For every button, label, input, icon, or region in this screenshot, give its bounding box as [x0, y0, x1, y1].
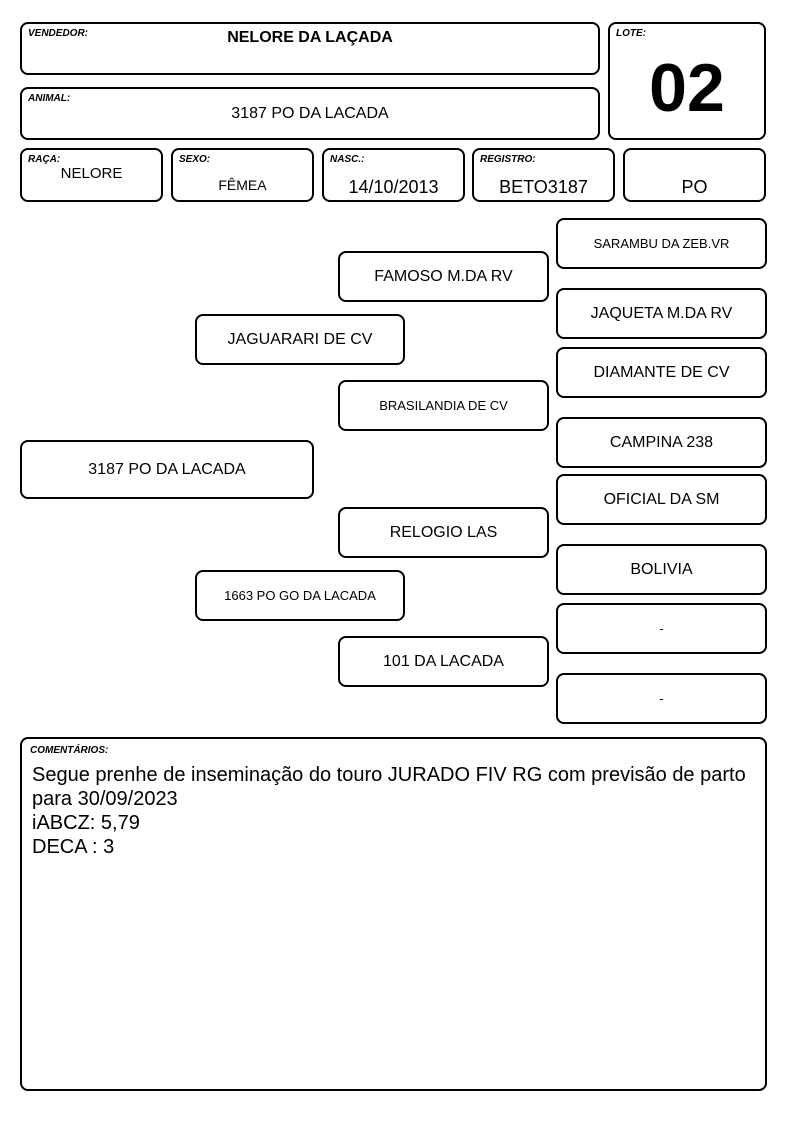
vendor-box: VENDEDOR: NELORE DA LAÇADA [20, 22, 600, 75]
birth-box: NASC.: 14/10/2013 [322, 148, 465, 202]
animal-label: ANIMAL: [28, 93, 71, 104]
pedigree-dam-dam: 101 DA LACADA [338, 636, 549, 687]
category-box: PO [623, 148, 766, 202]
vendor-label: VENDEDOR: [28, 28, 89, 39]
pedigree-sire: JAGUARARI DE CV [195, 314, 405, 365]
pedigree-sss: SARAMBU DA ZEB.VR [556, 218, 767, 269]
comments-label: COMENTÁRIOS: [30, 745, 109, 756]
pedigree-dss: OFICIAL DA SM [556, 474, 767, 525]
pedigree-ssd: JAQUETA M.DA RV [556, 288, 767, 339]
vendor-value: NELORE DA LAÇADA [227, 29, 393, 46]
pedigree-sdd: CAMPINA 238 [556, 417, 767, 468]
lot-box: LOTE: 02 [608, 22, 766, 140]
lot-value: 02 [649, 50, 725, 126]
lot-label: LOTE: [616, 28, 646, 39]
animal-value: 3187 PO DA LACADA [231, 105, 389, 122]
comments-text: Segue prenhe de inseminação do touro JUR… [32, 764, 746, 858]
pedigree-animal: 3187 PO DA LACADA [20, 440, 314, 499]
comments-box: COMENTÁRIOS: Segue prenhe de inseminação… [20, 737, 767, 1091]
breed-box: RAÇA: NELORE [20, 148, 163, 202]
breed-label: RAÇA: [28, 154, 61, 165]
sex-label: SEXO: [179, 154, 211, 165]
breed-value: NELORE [60, 165, 123, 182]
pedigree-dds: - [556, 603, 767, 654]
registry-value: BETO3187 [499, 177, 588, 197]
category-value: PO [681, 177, 708, 197]
sex-value: FÊMEA [218, 177, 267, 193]
pedigree-sds: DIAMANTE DE CV [556, 347, 767, 398]
pedigree-dam-sire: RELOGIO LAS [338, 507, 549, 558]
pedigree-ddd: - [556, 673, 767, 724]
birth-value: 14/10/2013 [348, 177, 439, 197]
registry-box: REGISTRO: BETO3187 [472, 148, 615, 202]
pedigree-sire-sire: FAMOSO M.DA RV [338, 251, 549, 302]
birth-label: NASC.: [330, 154, 365, 165]
registry-label: REGISTRO: [480, 154, 536, 165]
sex-box: SEXO: FÊMEA [171, 148, 314, 202]
pedigree-dam: 1663 PO GO DA LACADA [195, 570, 405, 621]
animal-box: ANIMAL: 3187 PO DA LACADA [20, 87, 600, 140]
pedigree-dsd: BOLIVIA [556, 544, 767, 595]
pedigree-sire-dam: BRASILANDIA DE CV [338, 380, 549, 431]
